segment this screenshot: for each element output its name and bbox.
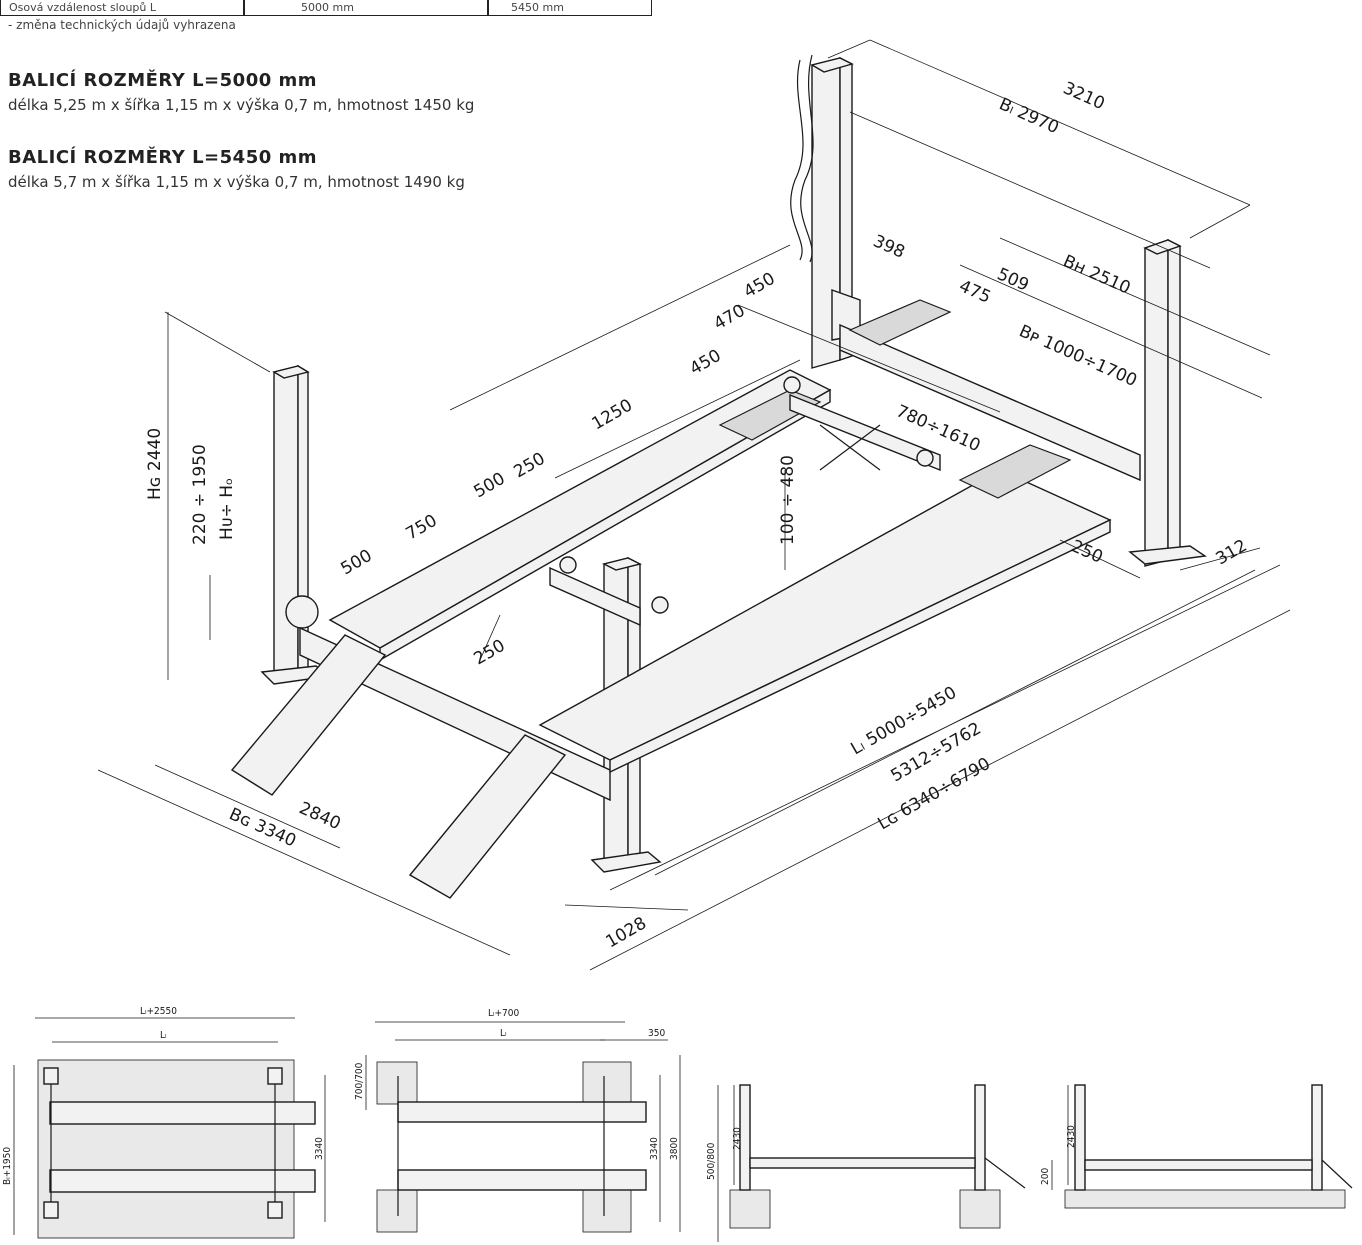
v1-top-dim: Lₗ+2550 bbox=[140, 1006, 177, 1017]
dim-500-b: 500 bbox=[471, 469, 509, 503]
v2-left-dim: 700/700 bbox=[354, 1062, 365, 1100]
dim-450-a: 450 bbox=[741, 269, 779, 303]
dim-bg: Bɢ 3340 bbox=[226, 804, 299, 851]
spec-table: Osová vzdálenost sloupů L 5000 mm 5450 m… bbox=[0, 0, 652, 16]
dim-509: 509 bbox=[994, 264, 1032, 295]
column-rear-right bbox=[1128, 238, 1207, 567]
side-view-1: 2430 500/800 bbox=[706, 1084, 1026, 1242]
column-rear-left bbox=[790, 54, 861, 369]
v3-500-800-dim: 500/800 bbox=[706, 1142, 717, 1180]
ramp-left bbox=[230, 634, 387, 796]
table-cell: 5450 mm bbox=[511, 1, 564, 14]
cross-beam-rear bbox=[839, 323, 1141, 482]
dim-250-c: 250 bbox=[1068, 536, 1106, 567]
dim-475: 475 bbox=[956, 276, 994, 307]
dim-398: 398 bbox=[870, 231, 908, 262]
packaging-desc-5000: délka 5,25 m x šířka 1,15 m x výška 0,7 … bbox=[8, 96, 475, 114]
plan-view-2: Lₗ+700 Lₗ 350 700/700 3340 3800 bbox=[354, 1008, 681, 1233]
dim-hu-ho: Hᴜ÷ Hₒ bbox=[217, 478, 237, 540]
v2-top-dim: Lₗ+700 bbox=[488, 1008, 519, 1019]
v2-r2-dim: 3800 bbox=[669, 1137, 680, 1160]
packaging-title-5450: BALICÍ ROZMĚRY L=5450 mm bbox=[8, 147, 318, 168]
dim-312: 312 bbox=[1213, 536, 1251, 570]
dimension-lines bbox=[97, 39, 1291, 971]
v1-right-dim: 3340 bbox=[314, 1137, 325, 1160]
table-cell: 5000 mm bbox=[301, 1, 354, 14]
dim-1028: 1028 bbox=[603, 913, 650, 952]
spec-note: - změna technických údajů vyhrazena bbox=[8, 18, 236, 32]
dim-bl: Bₗ 2970 bbox=[996, 94, 1062, 138]
packaging-desc-5450: délka 5,7 m x šířka 1,15 m x výška 0,7 m… bbox=[8, 173, 465, 191]
dim-hu-range: 220 ÷ 1950 bbox=[190, 444, 210, 545]
ramp-right bbox=[408, 734, 567, 899]
dim-250-a: 250 bbox=[511, 449, 549, 483]
dim-hg: Hɢ 2440 bbox=[145, 428, 165, 500]
side-view-2: 2430 200 bbox=[1040, 1084, 1353, 1209]
v3-2430-dim: 2430 bbox=[732, 1127, 743, 1150]
jacking-beam bbox=[789, 393, 941, 472]
table-divider bbox=[243, 0, 245, 15]
lift-isometric bbox=[230, 54, 1207, 899]
dim-250-b: 250 bbox=[471, 636, 509, 670]
dim-750: 750 bbox=[403, 511, 441, 545]
dim-470: 470 bbox=[711, 301, 749, 335]
dim-500-a: 500 bbox=[338, 546, 376, 580]
dim-1250: 1250 bbox=[589, 395, 636, 434]
dim-3210: 3210 bbox=[1060, 78, 1108, 114]
v1-left-dim: Bₗ+1950 bbox=[2, 1147, 13, 1185]
column-front-left bbox=[260, 364, 332, 685]
dim-bh: Bн 2510 bbox=[1060, 251, 1133, 298]
v2-r1-dim: 3340 bbox=[649, 1137, 660, 1160]
dim-2840: 2840 bbox=[296, 798, 344, 834]
v2-inner-dim: Lₗ bbox=[500, 1028, 507, 1039]
plan-view-1: Lₗ+2550 Lₗ Bₗ+1950 3340 bbox=[2, 1006, 326, 1239]
dim-100-480: 100 ÷ 480 bbox=[778, 455, 798, 545]
table-divider bbox=[487, 0, 489, 15]
dim-bp: Bᴘ 1000÷1700 bbox=[1016, 321, 1140, 391]
table-cell: Osová vzdálenost sloupů L bbox=[9, 1, 157, 14]
v2-350-dim: 350 bbox=[648, 1028, 665, 1039]
v1-inner-dim: Lₗ bbox=[160, 1030, 167, 1041]
packaging-title-5000: BALICÍ ROZMĚRY L=5000 mm bbox=[8, 70, 318, 91]
dim-450-b: 450 bbox=[687, 346, 725, 380]
v4-2430-dim: 2430 bbox=[1066, 1125, 1077, 1148]
v4-200-dim: 200 bbox=[1040, 1168, 1051, 1185]
